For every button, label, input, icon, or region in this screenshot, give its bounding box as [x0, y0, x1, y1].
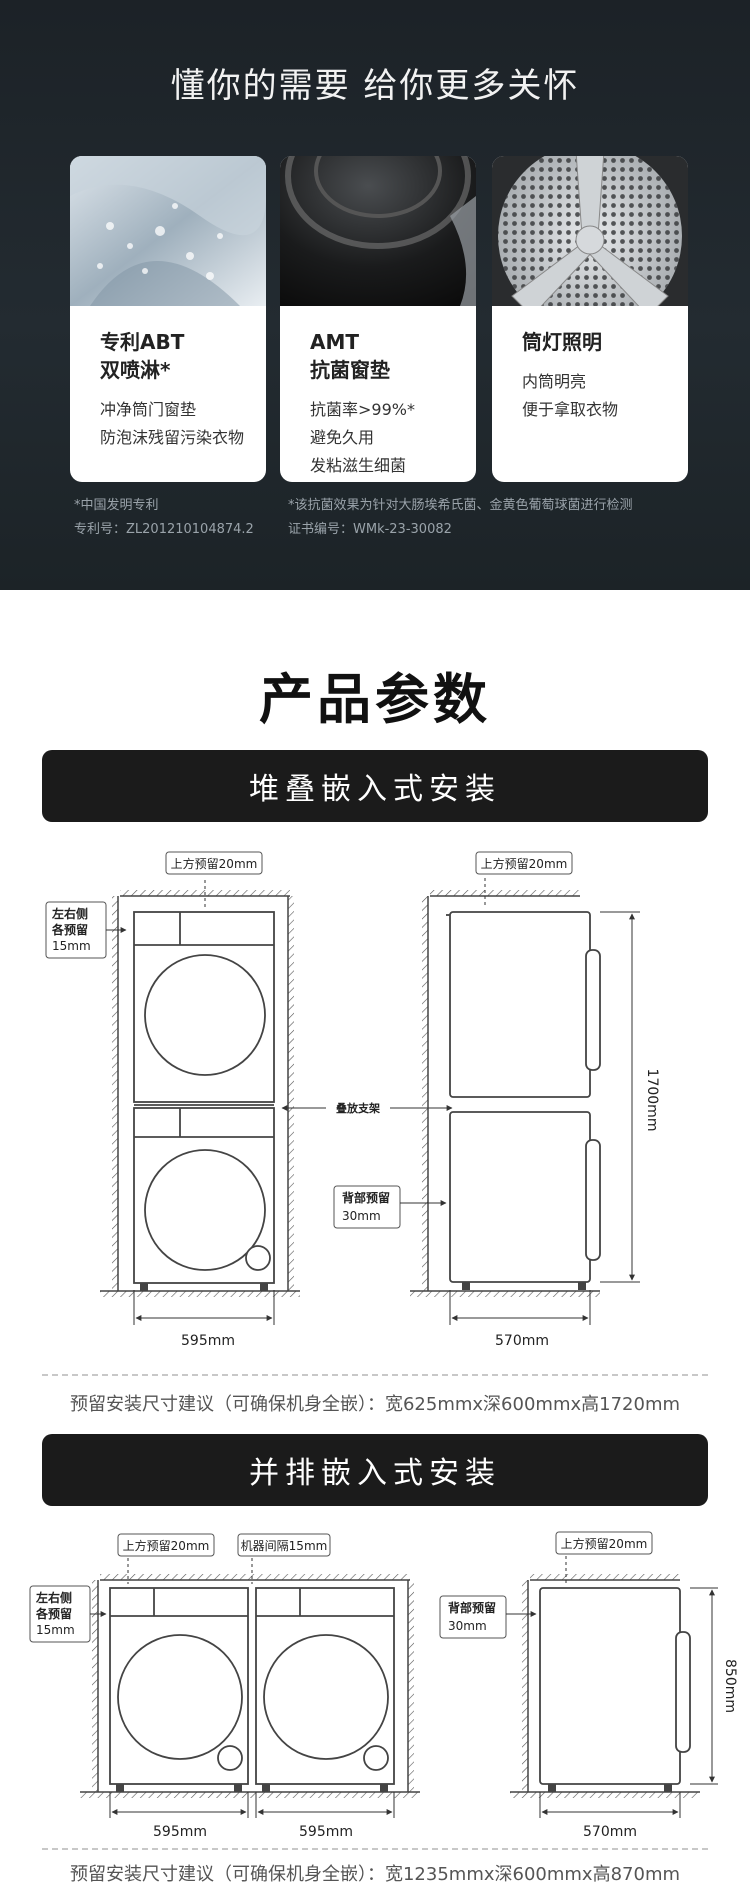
depth-dimension: 570mm: [495, 1333, 549, 1349]
back-clearance-line: 背部预留: [448, 1600, 496, 1615]
wet-door-gasket-photo: [70, 156, 266, 306]
card-title: 筒灯照明: [522, 330, 602, 354]
top-clearance-tag-side: [475, 851, 573, 875]
black-gasket-photo: [280, 156, 476, 306]
side-clearance-line: 各预留: [35, 1606, 72, 1621]
card-subtitle: 抗菌窗垫: [310, 358, 390, 382]
width-dimension: 595mm: [181, 1333, 235, 1349]
side-clearance-line: 15mm: [36, 1623, 75, 1637]
card-line: 抗菌率>99%*: [310, 400, 415, 419]
side-view-walls: [410, 890, 600, 1297]
top-clearance-label: 上方预留20mm: [561, 1536, 648, 1551]
width-dimension: 595mm: [299, 1824, 353, 1840]
hero-title: 懂你的需要 给你更多关怀: [170, 66, 580, 106]
gap-tag: [237, 1533, 331, 1557]
side-clearance-line: 15mm: [52, 939, 91, 953]
top-clearance-tag: [165, 851, 263, 875]
side-by-side-install-diagram: 上方预留20mm 机器间隔15mm 左右侧 各预留 15mm 595mm 595…: [29, 1531, 738, 1840]
side-view-machines: [446, 911, 601, 1283]
stacked-recommendation: 预留安装尺寸建议（可确保机身全嵌）：宽625mmx深600mmx高1720mm: [69, 1394, 681, 1415]
hero-section: 懂你的需要 给你更多关怀 专利ABT 双喷淋* 冲净筒门窗垫 防泡沫残留污染衣物: [0, 0, 750, 590]
front-view-machines: [109, 1587, 395, 1785]
feature-card-amt: AMT 抗菌窗垫 抗菌率>99%* 避免久用 发粘滋生细菌: [280, 156, 476, 482]
front-view-walls: [80, 1574, 420, 1798]
bracket-label: 叠放支架: [336, 1101, 380, 1115]
side-clearance-line: 左右侧: [51, 906, 88, 921]
side-clearance-line: 各预留: [51, 922, 88, 937]
back-clearance-line: 背部预留: [342, 1190, 390, 1205]
height-dimension: 1700mm: [644, 1069, 660, 1132]
height-dimension: 850mm: [722, 1659, 738, 1713]
antibacterial-note: *该抗菌效果为针对大肠埃希氏菌、金黄色葡萄球菌进行检测 证书编号：WMk-23-…: [288, 494, 633, 542]
card-line: 发粘滋生细菌: [310, 456, 407, 475]
stacked-install-bar: 堆叠嵌入式安装: [42, 750, 708, 822]
divider: [42, 1848, 708, 1850]
side-clearance-line: 左右侧: [35, 1590, 72, 1605]
card-title: AMT: [310, 330, 360, 354]
top-clearance-tag-side: [555, 1531, 653, 1555]
back-clearance-tag: [439, 1595, 507, 1639]
patent-note: *中国发明专利 专利号：ZL201210104874.2: [74, 494, 254, 542]
card-line: 便于拿取衣物: [522, 400, 619, 419]
gap-label: 机器间隔15mm: [241, 1539, 328, 1553]
divider: [42, 1374, 708, 1376]
back-clearance-line: 30mm: [342, 1209, 381, 1223]
depth-dimension: 570mm: [583, 1824, 637, 1840]
card-line: 冲净筒门窗垫: [100, 400, 197, 419]
width-dimension: 595mm: [153, 1824, 207, 1840]
card-title: 专利ABT: [100, 330, 185, 354]
antibacterial-note-line: *该抗菌效果为针对大肠埃希氏菌、金黄色葡萄球菌进行检测: [288, 498, 633, 513]
side-by-side-recommendation: 预留安装尺寸建议（可确保机身全嵌）：宽1235mmx深600mmx高870mm: [69, 1864, 681, 1885]
params-title: 产品参数: [259, 668, 491, 731]
stacked-install-diagram: 上方预留20mm 左右侧 各预留 15mm 595mm 叠放支架 上方预留20m…: [45, 851, 660, 1349]
drum-light-photo: [492, 156, 688, 328]
card-line: 避免久用: [310, 428, 375, 447]
back-clearance-tag: [333, 1185, 401, 1229]
side-view-machine: [539, 1587, 691, 1785]
top-clearance-label: 上方预留20mm: [123, 1538, 210, 1553]
feature-card-drum-light: 筒灯照明 内筒明亮 便于拿取衣物: [492, 156, 688, 482]
antibacterial-note-line: 证书编号：WMk-23-30082: [288, 522, 452, 537]
top-clearance-label: 上方预留20mm: [481, 856, 568, 871]
back-clearance-line: 30mm: [448, 1619, 487, 1633]
card-subtitle: 双喷淋*: [100, 358, 171, 382]
feature-card-abt: 专利ABT 双喷淋* 冲净筒门窗垫 防泡沫残留污染衣物: [70, 156, 266, 482]
patent-note-line: *中国发明专利: [74, 498, 159, 513]
top-clearance-label: 上方预留20mm: [171, 856, 258, 871]
front-view-machines: [133, 911, 275, 1284]
card-line: 防泡沫残留污染衣物: [100, 428, 245, 447]
patent-note-line: 专利号：ZL201210104874.2: [74, 522, 254, 537]
side-by-side-install-bar: 并排嵌入式安装: [42, 1434, 708, 1506]
top-clearance-tag: [117, 1533, 215, 1557]
card-line: 内筒明亮: [522, 372, 587, 391]
